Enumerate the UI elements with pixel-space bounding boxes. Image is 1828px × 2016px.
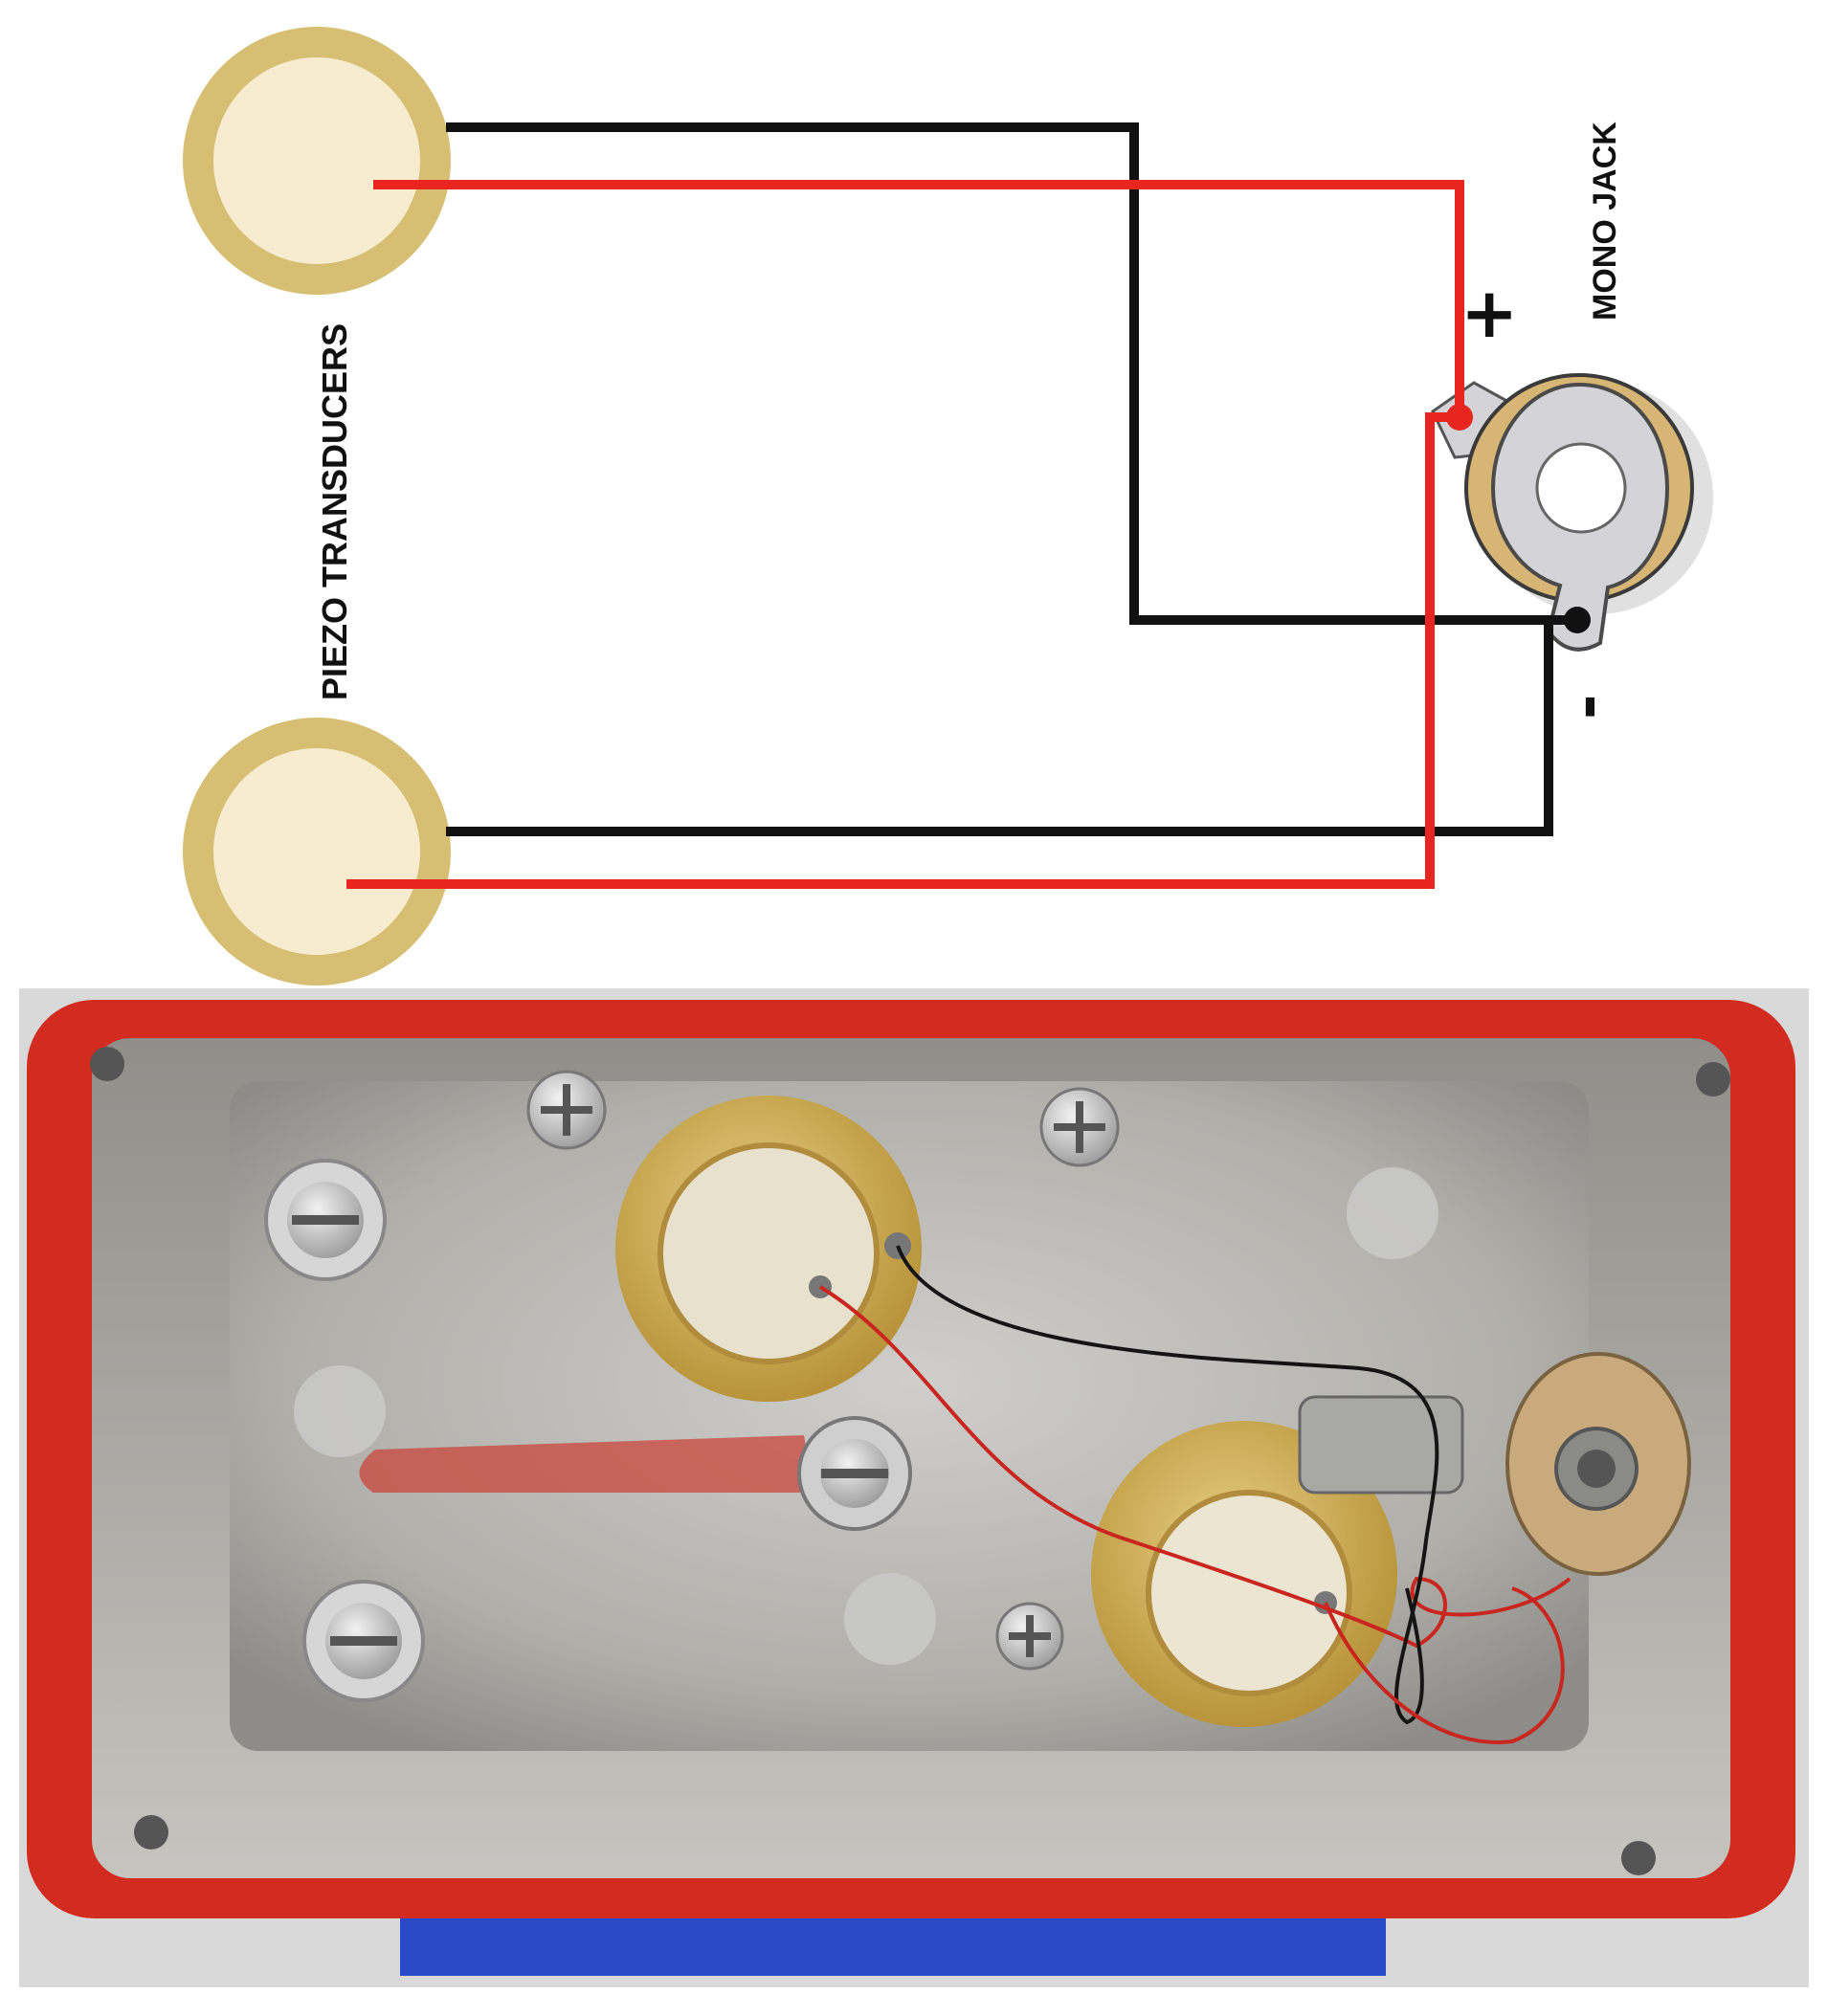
screw-icon (264, 1159, 387, 1281)
hot-wire-top (373, 180, 1464, 417)
photo-piezo-disc-top (615, 1096, 922, 1402)
screw-icon (302, 1580, 425, 1702)
photo-wires (818, 1245, 1572, 1744)
ground-wire-bottom (446, 620, 1553, 836)
hot-wires (346, 180, 1464, 889)
screw-icon (526, 1070, 607, 1150)
piezo-ceramic-element (213, 57, 420, 264)
screw-icon (995, 1602, 1064, 1671)
hot-wire-bottom (346, 412, 1460, 889)
enclosure-photo (19, 988, 1809, 1987)
screw-icon (797, 1416, 912, 1531)
ground-wire-top (446, 122, 1577, 625)
screw-icon (1039, 1087, 1120, 1167)
piezo-transducer-top (183, 27, 451, 295)
ground-wires (446, 122, 1577, 836)
jack-socket-hole (1535, 442, 1627, 534)
enclosure-screws (264, 1070, 1120, 1702)
plus-sign-label: + (1460, 273, 1518, 353)
piezo-transducer-bottom (183, 718, 451, 986)
photo-piezo-disc-bottom (1091, 1421, 1397, 1727)
mono-jack (1431, 373, 1713, 652)
corner-screw-holes (90, 1047, 1730, 1875)
piezo-transducers-label: PIEZO TRANSDUCERS (315, 323, 354, 700)
mono-jack-label: MONO JACK (1587, 122, 1623, 321)
piezo-ceramic-element (213, 748, 420, 955)
photo-jack (1298, 1352, 1691, 1576)
minus-sign-label: - (1552, 694, 1623, 720)
wiring-diagram: PIEZO TRANSDUCERS MONO JACK + - (183, 27, 1713, 986)
